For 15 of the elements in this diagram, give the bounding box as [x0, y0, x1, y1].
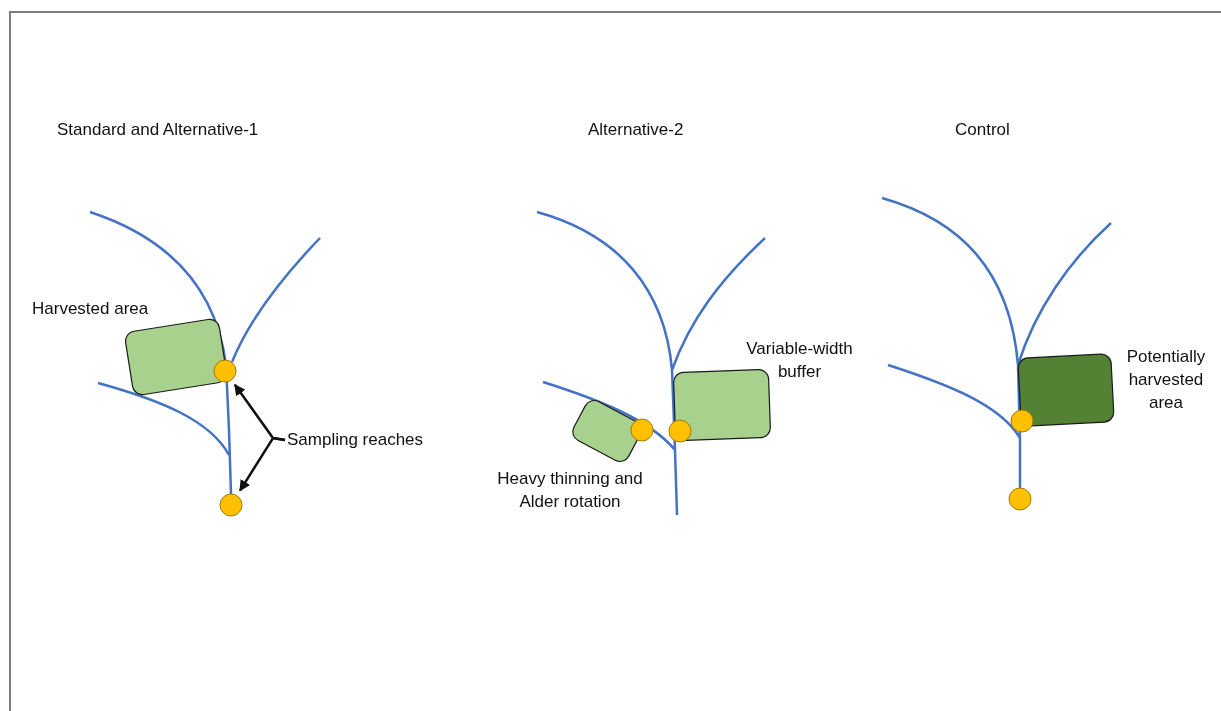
area-label: Harvested area — [32, 298, 150, 320]
panel-title: Standard and Alternative-1 — [57, 119, 259, 141]
sampling-point-circle — [630, 418, 654, 442]
area-label: Heavy thinning and Alder rotation — [496, 468, 644, 513]
panel-title: Control — [955, 119, 1010, 141]
callout-text: Sampling reaches — [287, 428, 462, 451]
area-label: Variable-width buffer — [745, 338, 854, 383]
sampling-point-circle — [213, 359, 237, 383]
panel-title: Alternative-2 — [588, 119, 684, 141]
arrow — [238, 436, 286, 492]
sampling-point-circle — [668, 419, 692, 443]
sampling-point-circle — [219, 493, 243, 517]
sampling-point-circle — [1010, 409, 1034, 433]
sampling-point-circle — [1008, 487, 1032, 511]
area-label: Potentially harvested area — [1125, 346, 1207, 414]
